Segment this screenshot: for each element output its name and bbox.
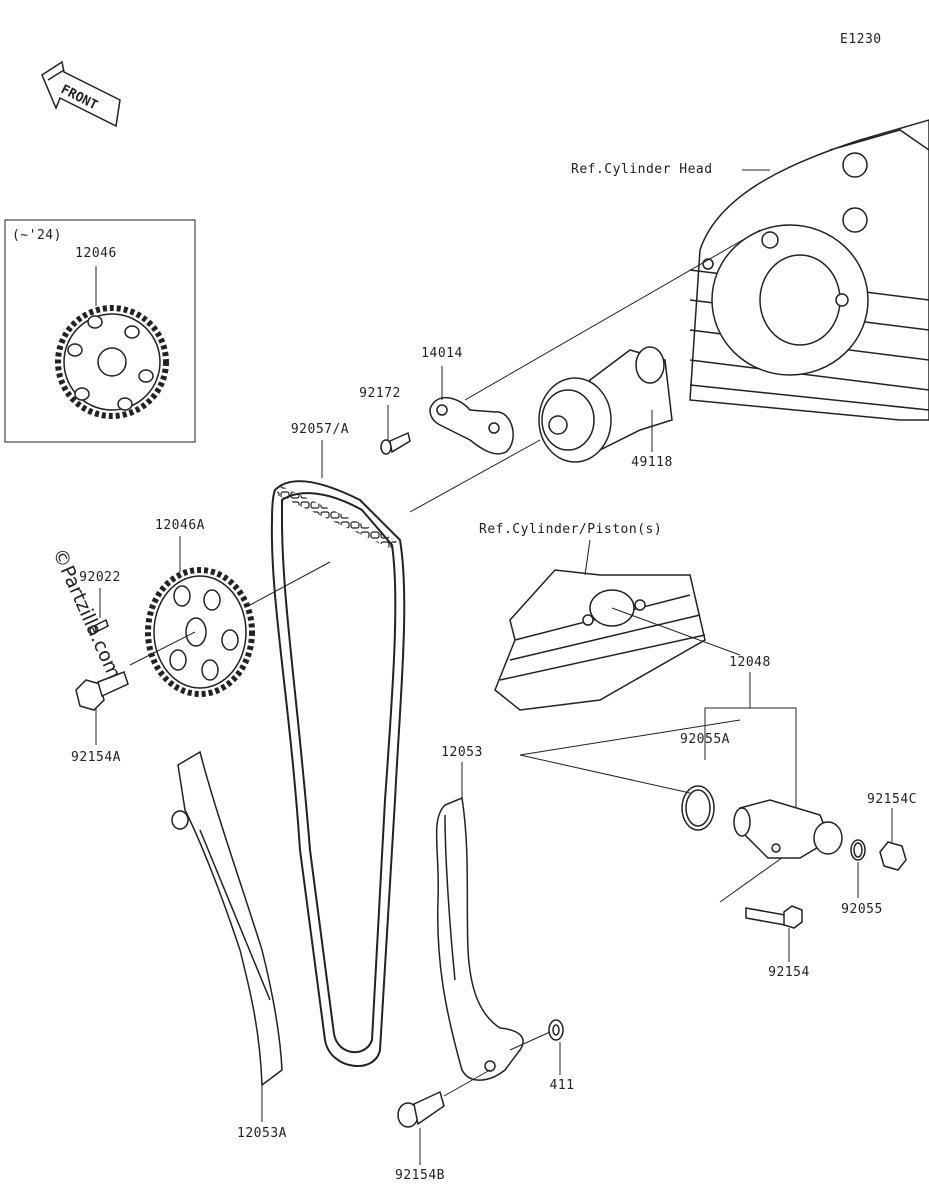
ref-cylinder-piston: Ref.Cylinder/Piston(s)	[479, 522, 663, 537]
part-label-411[interactable]: 411	[549, 1078, 575, 1093]
variant-box	[4, 219, 196, 443]
pin-92022-icon	[89, 618, 109, 635]
part-label-92154C[interactable]: 92154C	[867, 792, 917, 807]
cap-bolt-92154C-icon	[879, 841, 907, 871]
assembly-lines	[249, 229, 787, 903]
leader-cylinder-piston	[584, 539, 591, 576]
cam-plate-14014-icon	[429, 396, 514, 455]
part-label-14014[interactable]: 14014	[421, 346, 463, 361]
variant-note: (~'24)	[12, 228, 62, 243]
part-label-12048[interactable]: 12048	[729, 655, 771, 670]
part-label-49118[interactable]: 49118	[631, 455, 673, 470]
bolt-92154A-icon	[75, 671, 129, 711]
part-label-92057A[interactable]: 92057/A	[290, 422, 350, 437]
part-label-12046A[interactable]: 12046A	[155, 518, 205, 533]
chain-guide-12053-icon	[435, 796, 524, 1081]
camshaft-49118-icon	[538, 346, 673, 463]
part-label-12046[interactable]: 12046	[75, 246, 117, 261]
part-label-92055[interactable]: 92055	[841, 902, 883, 917]
bolt-92154B-icon	[397, 1090, 445, 1128]
part-label-92154A[interactable]: 92154A	[71, 750, 121, 765]
part-label-92022[interactable]: 92022	[79, 570, 121, 585]
cylinder-icon	[494, 569, 706, 711]
o-ring-92055A-icon	[681, 785, 715, 831]
tensioner-12048-icon	[733, 799, 843, 859]
diagram-code: E1230	[840, 32, 882, 47]
bolt-92154-icon	[745, 905, 803, 929]
part-label-92154B[interactable]: 92154B	[395, 1168, 445, 1183]
cam-sprocket-12046-icon	[55, 305, 169, 419]
cam-sprocket-12046A-icon	[145, 567, 255, 697]
part-label-12053A[interactable]: 12053A	[237, 1126, 287, 1141]
washer-411-icon	[548, 1019, 564, 1041]
part-label-92154[interactable]: 92154	[768, 965, 810, 980]
front-arrow-icon: FRONT	[41, 60, 121, 128]
part-label-92172[interactable]: 92172	[359, 386, 401, 401]
assembly-line-cylinder	[611, 607, 741, 656]
washer-92055-icon	[850, 839, 866, 861]
assembly-line-92154B	[443, 1069, 491, 1097]
cylinder-head-icon	[689, 119, 929, 421]
part-label-12053[interactable]: 12053	[441, 745, 483, 760]
cam-chain-92057A-icon	[270, 480, 406, 1067]
part-label-92055A[interactable]: 92055A	[680, 732, 730, 747]
chain-guide-12053A-icon	[171, 750, 283, 1087]
assembly-line-sprocket	[129, 631, 196, 666]
bolt-92172-icon	[380, 431, 411, 455]
assembly-line-411	[509, 1031, 551, 1051]
ref-cylinder-head: Ref.Cylinder Head	[571, 162, 713, 177]
